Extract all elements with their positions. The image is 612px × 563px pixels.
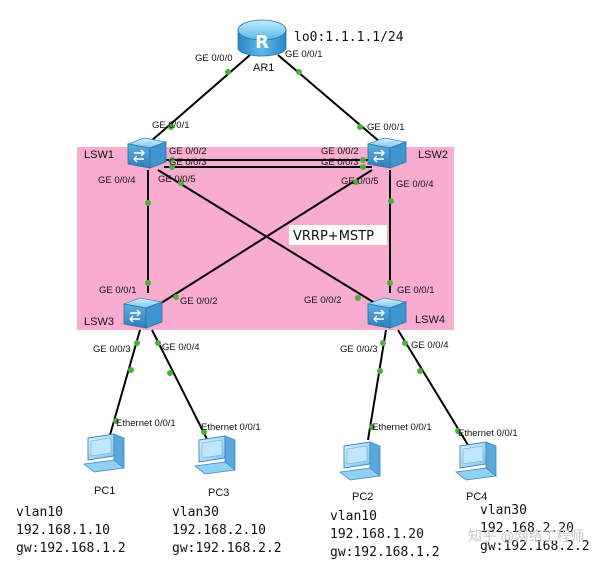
pc3-address-note: vlan30 192.168.2.10 gw:192.168.2.2 bbox=[172, 505, 282, 556]
port-label: Ethernet 0/0/1 bbox=[116, 418, 176, 429]
svg-text:gw:192.168.1.2: gw:192.168.1.2 bbox=[16, 541, 126, 556]
svg-text:vlan30: vlan30 bbox=[172, 505, 219, 520]
watermark: 知乎 @网络工程师 bbox=[468, 528, 584, 545]
switch-name: LSW3 bbox=[84, 316, 114, 328]
port-label: GE 0/0/4 bbox=[411, 340, 449, 351]
port-label: GE 0/0/4 bbox=[162, 342, 200, 353]
svg-text:192.168.2.10: 192.168.2.10 bbox=[172, 523, 266, 538]
port-label: GE 0/0/0 bbox=[195, 53, 233, 64]
link-lsw4-pc2 bbox=[367, 329, 387, 441]
switch-name: LSW2 bbox=[418, 149, 448, 161]
pc1-address-note: vlan10 192.168.1.10 gw:192.168.1.2 bbox=[16, 505, 126, 556]
port-label: GE 0/0/2 bbox=[180, 296, 218, 307]
switch-icon bbox=[127, 137, 167, 169]
port-label: GE 0/0/3 bbox=[340, 344, 378, 355]
link-lsw3-pc3 bbox=[151, 329, 211, 446]
port-label: GE 0/0/3 bbox=[93, 344, 131, 355]
port-label: GE 0/0/1 bbox=[285, 49, 323, 60]
link-lsw3-pc1 bbox=[109, 329, 141, 436]
pc-name: PC2 bbox=[352, 491, 373, 503]
port-label: GE 0/0/2 bbox=[304, 295, 342, 306]
zone-label-box bbox=[289, 225, 387, 245]
pc-pc3[interactable]: PC3 bbox=[194, 435, 236, 499]
port-label: GE 0/0/1 bbox=[397, 285, 435, 296]
svg-text:vlan30: vlan30 bbox=[480, 503, 527, 518]
svg-text:gw:192.168.2.2: gw:192.168.2.2 bbox=[172, 541, 282, 556]
switch-icon bbox=[367, 137, 407, 169]
svg-text:vlan10: vlan10 bbox=[16, 505, 63, 520]
port-label: GE 0/0/1 bbox=[367, 122, 405, 133]
port-label: GE 0/0/1 bbox=[99, 285, 137, 296]
pc2-address-note: vlan10 192.168.1.20 gw:192.168.1.2 bbox=[330, 509, 440, 560]
switch-lsw3[interactable]: LSW3 bbox=[84, 297, 163, 329]
link-lsw1-lsw4 bbox=[157, 169, 379, 306]
svg-text:gw:192.168.2.2: gw:192.168.2.2 bbox=[480, 539, 590, 554]
port-label: GE 0/0/5 bbox=[341, 176, 379, 187]
switch-lsw4[interactable]: LSW4 bbox=[367, 297, 445, 329]
pc-name: PC1 bbox=[94, 485, 115, 497]
pc-pc4[interactable]: PC4 bbox=[455, 441, 497, 503]
port-label: GE 0/0/4 bbox=[396, 179, 434, 190]
port-label: GE 0/0/4 bbox=[98, 175, 136, 186]
port-status-dots bbox=[113, 69, 461, 435]
computer-icon bbox=[339, 441, 381, 481]
pc-name: PC4 bbox=[466, 491, 487, 503]
switch-lsw2[interactable]: LSW2 bbox=[367, 137, 448, 169]
link-lsw4-pc4 bbox=[397, 329, 469, 446]
pc4-address-note: vlan30 192.168.2.20 gw:192.168.2.2 bbox=[480, 503, 590, 554]
pc-pc1[interactable]: PC1 bbox=[83, 433, 125, 497]
pc-name: PC3 bbox=[208, 487, 229, 499]
computer-icon bbox=[455, 441, 497, 481]
svg-text:vlan10: vlan10 bbox=[330, 509, 377, 524]
switch-icon bbox=[123, 297, 163, 329]
link-ar1-lsw1 bbox=[149, 54, 251, 143]
switch-name: LSW4 bbox=[415, 314, 445, 326]
link-ar1-lsw2 bbox=[277, 54, 381, 143]
port-label: GE 0/0/2 bbox=[169, 146, 207, 157]
port-label: GE 0/0/3 bbox=[321, 157, 359, 168]
switch-icon bbox=[367, 297, 407, 329]
computer-icon bbox=[83, 433, 125, 473]
svg-text:192.168.1.10: 192.168.1.10 bbox=[16, 523, 110, 538]
svg-text:192.168.1.20: 192.168.1.20 bbox=[330, 527, 424, 542]
port-label: Ethernet 0/0/1 bbox=[458, 428, 518, 439]
switch-lsw1[interactable]: LSW1 bbox=[84, 137, 167, 169]
links bbox=[109, 54, 469, 446]
port-labels: GE 0/0/0 GE 0/0/1 GE 0/0/1 GE 0/0/1 GE 0… bbox=[93, 49, 518, 439]
port-label: Ethernet 0/0/1 bbox=[372, 422, 432, 433]
svg-text:R: R bbox=[255, 32, 269, 53]
link-lsw2-lsw3 bbox=[157, 169, 373, 306]
svg-text:gw:192.168.1.2: gw:192.168.1.2 bbox=[330, 545, 440, 560]
router-icon: R bbox=[237, 19, 287, 57]
port-label: GE 0/0/2 bbox=[321, 146, 359, 157]
computer-icon bbox=[194, 435, 236, 475]
port-label: GE 0/0/1 bbox=[152, 120, 190, 131]
zone-label: VRRP+MSTP bbox=[293, 229, 374, 244]
port-label: Ethernet 0/0/1 bbox=[201, 422, 261, 433]
port-label: GE 0/0/5 bbox=[158, 174, 196, 185]
port-label: GE 0/0/3 bbox=[169, 157, 207, 168]
router-ar1[interactable]: R AR1 bbox=[237, 19, 287, 74]
svg-text:192.168.2.20: 192.168.2.20 bbox=[480, 521, 574, 536]
router-loopback: lo0:1.1.1.1/24 bbox=[294, 30, 404, 45]
pc-pc2[interactable]: PC2 bbox=[339, 441, 381, 503]
router-name: AR1 bbox=[253, 62, 274, 74]
switch-name: LSW1 bbox=[84, 149, 114, 161]
